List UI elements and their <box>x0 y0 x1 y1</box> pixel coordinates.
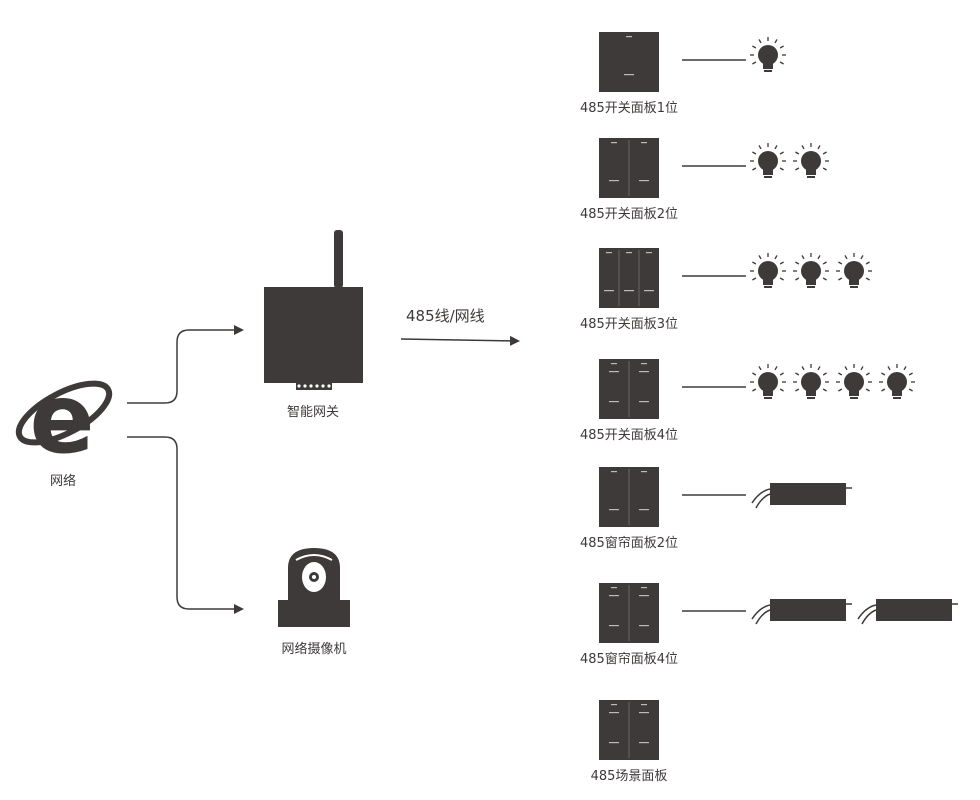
panel-label: 485场景面板 <box>590 769 668 784</box>
panel-5 <box>599 467 852 527</box>
panel-label: 485窗帘面板4位 <box>579 652 679 667</box>
panel-label: 485开关面板4位 <box>579 428 679 443</box>
gateway-label: 智能网关 <box>286 405 340 420</box>
curtain-motor-icon <box>751 483 852 509</box>
link-label: 485线/网线 <box>406 307 485 325</box>
light-bulb-icon <box>750 143 786 178</box>
panel-1 <box>599 32 786 92</box>
internet-explorer-icon: e <box>15 363 113 475</box>
light-bulb-icon <box>836 364 872 399</box>
panels-layer <box>599 32 958 760</box>
light-bulb-icon <box>793 364 829 399</box>
light-bulb-icon <box>793 143 829 178</box>
light-bulb-icon <box>879 364 915 399</box>
bus-arrow <box>400 335 520 346</box>
panel-6 <box>599 583 958 643</box>
panel-label: 485开关面板2位 <box>579 207 679 222</box>
network-camera-icon <box>278 548 350 627</box>
panel-label: 485开关面板1位 <box>579 101 679 116</box>
curtain-motor-icon <box>751 599 852 625</box>
switch-panel-icon <box>599 32 659 92</box>
panel-3 <box>599 248 872 308</box>
light-bulb-icon <box>750 364 786 399</box>
switch-panel-icon <box>599 248 659 308</box>
panel-7 <box>599 700 659 760</box>
light-bulb-icon <box>793 253 829 288</box>
gateway-router-icon <box>264 230 363 390</box>
panel-label: 485窗帘面板2位 <box>579 536 679 551</box>
camera-label: 网络摄像机 <box>281 642 347 657</box>
panel-2 <box>599 138 829 198</box>
light-bulb-icon <box>836 253 872 288</box>
network-label: 网络 <box>49 474 77 489</box>
network-to-camera-connector <box>127 436 244 614</box>
panel-label: 485开关面板3位 <box>579 317 679 332</box>
svg-text:e: e <box>29 363 94 475</box>
panel-4 <box>599 359 915 419</box>
light-bulb-icon <box>750 253 786 288</box>
light-bulb-icon <box>750 37 786 72</box>
curtain-motor-icon <box>857 599 958 625</box>
network-to-gateway-connector <box>127 325 244 404</box>
